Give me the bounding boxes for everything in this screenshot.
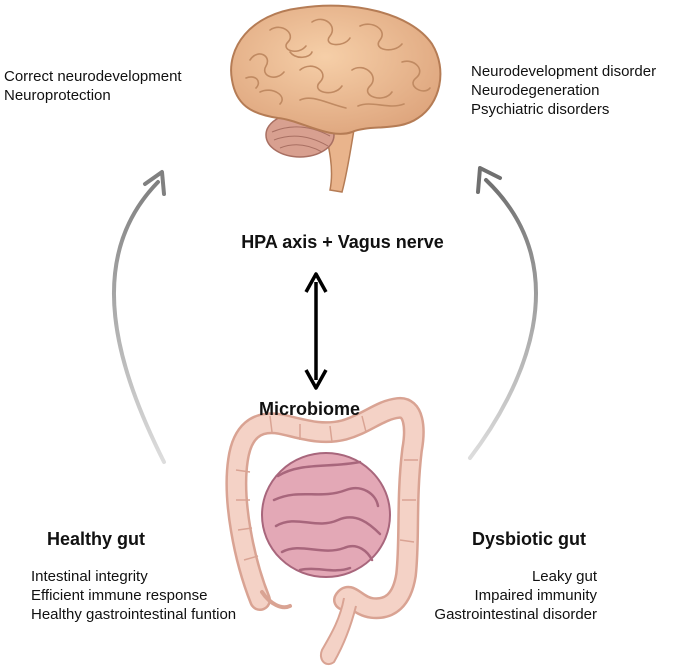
list-item: Leaky gut [531, 568, 597, 585]
axis-label: HPA axis + Vagus nerve [0, 231, 685, 254]
list-item: Impaired immunity [474, 587, 597, 604]
list-item: Gastrointestinal disorder [434, 606, 597, 623]
dysbiotic-gut-list: Leaky gut Impaired immunity Gastrointest… [434, 568, 597, 625]
microbiome-label: Microbiome [259, 399, 361, 419]
axis-label-text: HPA axis + Vagus nerve [241, 232, 444, 252]
healthy-gut-title: Healthy gut [47, 529, 146, 549]
cerebrum [230, 4, 442, 135]
effect-line: Neurodegeneration [471, 82, 600, 99]
healthy-gut-list: Intestinal integrity Efficient immune re… [31, 568, 236, 625]
effect-line: Psychiatric disorders [471, 101, 610, 118]
intestines-illustration [225, 397, 425, 666]
list-item: Intestinal integrity [31, 568, 148, 585]
list-item: Efficient immune response [31, 587, 208, 604]
healthy-to-brain-arrow [111, 170, 166, 464]
effect-line: Neurodevelopment disorder [471, 63, 657, 80]
effect-line: Correct neurodevelopment [4, 68, 182, 85]
brain-illustration [230, 4, 442, 193]
dysbiotic-to-brain-arrow [468, 166, 538, 460]
bidirectional-arrow [304, 272, 328, 390]
healthy-brain-effects: Correct neurodevelopment Neuroprotection [4, 68, 182, 106]
effect-line: Neuroprotection [4, 87, 111, 104]
list-item: Healthy gastrointestinal funtion [31, 606, 237, 623]
dysbiotic-brain-effects: Neurodevelopment disorder Neurodegenerat… [471, 63, 656, 120]
dysbiotic-gut-title: Dysbiotic gut [472, 529, 587, 549]
rectum [320, 597, 357, 666]
